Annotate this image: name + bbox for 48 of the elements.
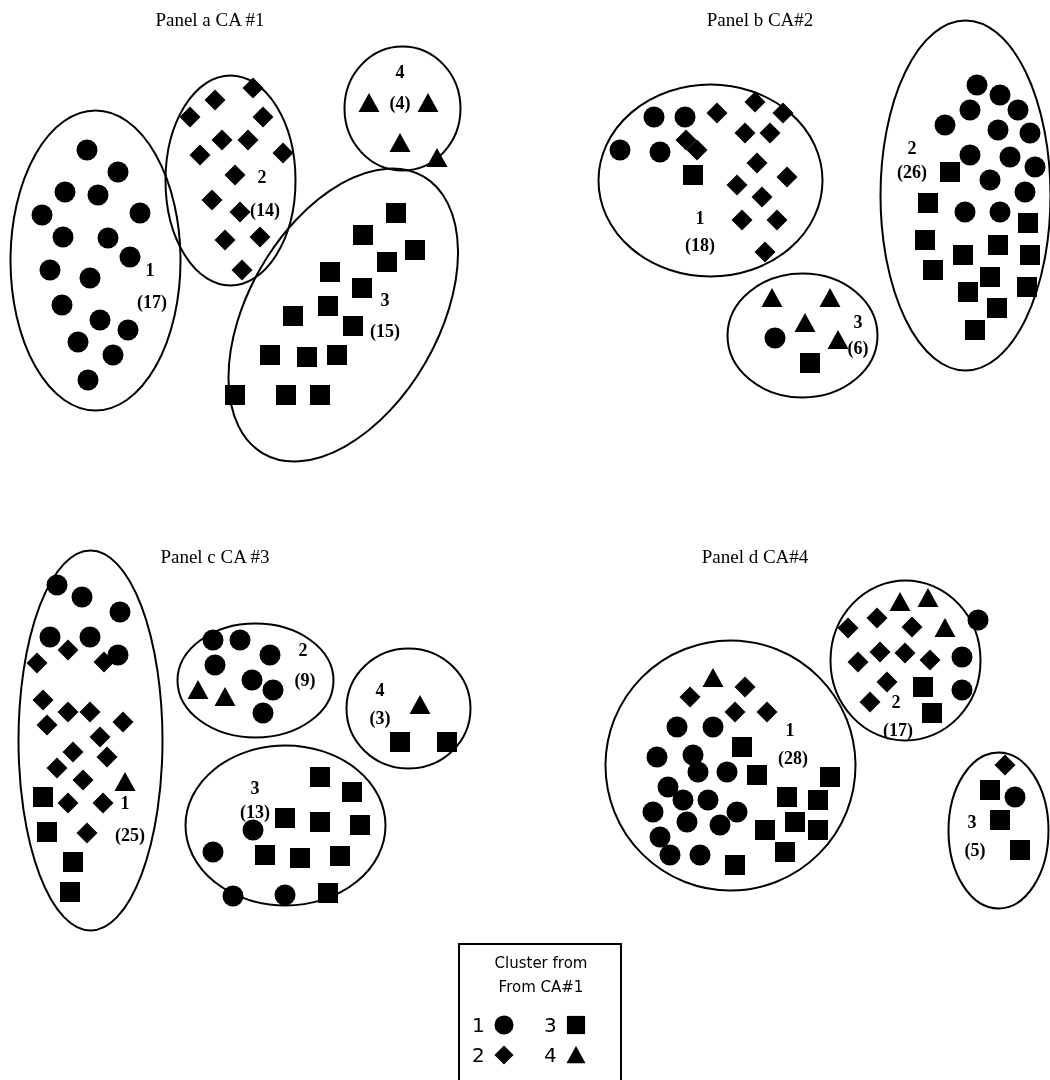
cluster-number: 2 [298, 641, 308, 659]
legend-key: 1 [472, 1013, 485, 1037]
panel-title: Panel c CA #3 [160, 546, 270, 568]
cluster-count: (26) [897, 163, 927, 181]
cluster-count: (18) [685, 236, 715, 254]
cluster-count: (4) [389, 94, 411, 112]
cluster-number: 2 [907, 139, 917, 157]
cluster-count: (25) [115, 826, 145, 844]
cluster-count: (17) [137, 293, 167, 311]
cluster-count: (5) [964, 841, 986, 859]
cluster-count: (3) [369, 709, 391, 727]
cluster-ellipse [344, 646, 472, 770]
panel-title: Panel b CA#2 [706, 9, 814, 31]
cluster-number: 2 [257, 168, 267, 186]
legend-key: 4 [544, 1043, 557, 1067]
cluster-number: 3 [250, 779, 260, 797]
cluster-ellipse [163, 73, 297, 287]
cluster-number: 2 [891, 693, 901, 711]
cluster-ellipse [725, 271, 879, 399]
cluster-count: (15) [370, 322, 400, 340]
legend-title: Cluster from From CA#1 [493, 953, 589, 998]
panel-title: Panel a CA #1 [155, 9, 265, 31]
cluster-count: (28) [778, 749, 808, 767]
cluster-ellipse [183, 743, 387, 907]
cluster-count: (6) [847, 339, 869, 357]
cluster-ellipse [8, 108, 182, 412]
cluster-number: 1 [695, 209, 705, 227]
cluster-ellipse [596, 82, 824, 278]
cluster-count: (17) [883, 721, 913, 739]
cluster-count: (13) [240, 803, 270, 821]
cluster-number: 3 [380, 291, 390, 309]
legend-key: 3 [544, 1013, 557, 1037]
legend-key: 2 [472, 1043, 485, 1067]
panel-title: Panel d CA#4 [701, 546, 809, 568]
cluster-ellipse [603, 638, 857, 892]
cluster-number: 3 [967, 813, 977, 831]
cluster-count: (9) [294, 671, 316, 689]
cluster-ellipse [175, 621, 335, 739]
cluster-number: 1 [785, 721, 795, 739]
cluster-number: 1 [145, 261, 155, 279]
cluster-number: 4 [375, 681, 385, 699]
cluster-ellipse [226, 167, 460, 463]
cluster-ellipse [342, 44, 462, 172]
cluster-ellipse [946, 750, 1050, 910]
cluster-number: 4 [395, 63, 405, 81]
cluster-number: 1 [120, 794, 130, 812]
cluster-count: (14) [250, 201, 280, 219]
cluster-number: 3 [853, 313, 863, 331]
